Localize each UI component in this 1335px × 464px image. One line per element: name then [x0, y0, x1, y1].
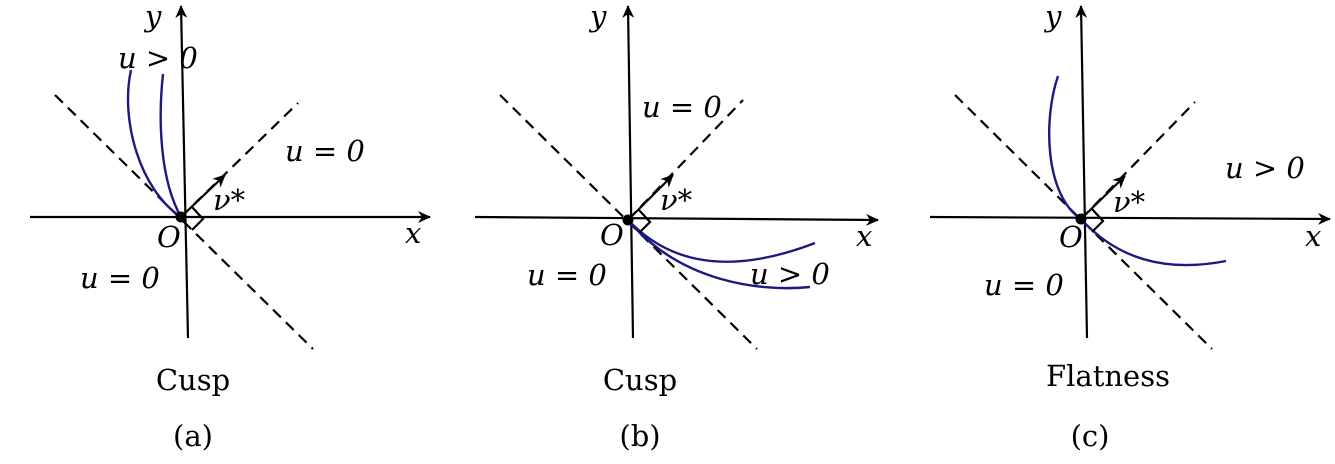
- y-axis: [1075, 5, 1089, 339]
- normal-label: ν*: [1113, 185, 1146, 219]
- y-axis: [622, 5, 635, 339]
- region-label-zero-top: u = 0: [642, 90, 722, 124]
- y-axis-label: y: [143, 0, 162, 33]
- x-axis-label: x: [405, 216, 421, 250]
- y-axis: [175, 5, 190, 339]
- caption: Flatness: [1046, 359, 1170, 393]
- free-boundary-curve-lower: [1080, 218, 1227, 267]
- right-angle-mark: [638, 209, 652, 234]
- normal-label: ν*: [660, 183, 693, 217]
- right-angle-mark: [1091, 208, 1105, 233]
- region-label-zero-right: u = 0: [285, 134, 365, 168]
- normal-vector-arrow: [627, 174, 674, 221]
- origin-point: [622, 214, 634, 226]
- dashed-line-descending: [54, 94, 314, 350]
- panel-tag: (a): [173, 419, 213, 453]
- normal-vector-arrow: [180, 174, 226, 218]
- origin-point: [1075, 213, 1087, 225]
- right-angle-mark: [191, 206, 205, 231]
- y-axis-label: y: [588, 0, 607, 33]
- region-label-zero-left: u = 0: [527, 258, 607, 292]
- y-axis-label: y: [1043, 0, 1062, 33]
- panel-tag: (c): [1071, 419, 1110, 453]
- region-label-positive: u > 0: [118, 41, 198, 75]
- free-boundary-curve-left: [126, 69, 182, 219]
- free-boundary-curve-right: [159, 73, 183, 218]
- panel-c: y x O ν* u > 0 u = 0 Flatness (c): [929, 0, 1331, 453]
- x-axis: [474, 213, 879, 226]
- origin-label: O: [1059, 220, 1083, 254]
- origin-point: [175, 211, 187, 223]
- x-axis-label: x: [1305, 219, 1321, 253]
- region-label-zero-left: u = 0: [984, 268, 1064, 302]
- free-boundary-curve-lower: [627, 219, 811, 290]
- x-axis-label: x: [856, 219, 872, 253]
- x-axis: [929, 212, 1331, 225]
- caption: Cusp: [156, 363, 230, 397]
- panel-b: y x O ν* u = 0 u = 0 u > 0 Cusp (b): [474, 0, 879, 453]
- origin-label: O: [157, 220, 181, 254]
- panel-tag: (b): [619, 419, 660, 453]
- region-label-positive: u > 0: [750, 257, 830, 291]
- caption: Cusp: [603, 363, 677, 397]
- region-label-zero-left: u = 0: [80, 261, 160, 295]
- normal-label: ν*: [213, 183, 246, 217]
- panel-a: y x O ν* u > 0 u = 0 u = 0 Cusp (a): [30, 0, 431, 453]
- normal-vector-arrow: [1080, 175, 1126, 220]
- origin-label: O: [600, 218, 624, 252]
- free-boundary-curve-upper: [627, 219, 816, 263]
- region-label-positive: u > 0: [1225, 151, 1305, 185]
- free-boundary-curve-upper: [1048, 75, 1082, 220]
